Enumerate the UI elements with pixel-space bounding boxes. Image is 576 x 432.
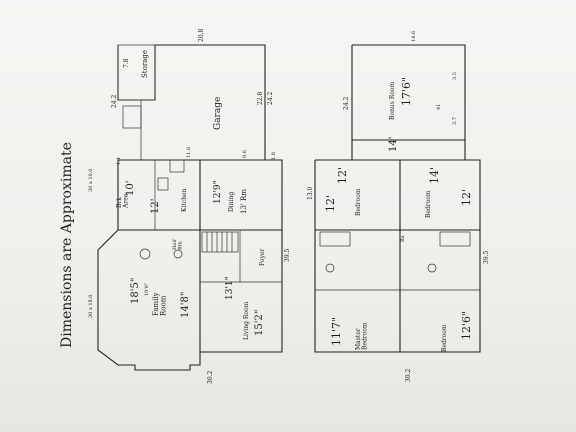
first-floor-stairs: [201, 231, 239, 253]
bath-label: Ba: [400, 235, 406, 242]
dim-upper-3: 9.6: [242, 150, 248, 158]
bedroom-lr-label: Bedroom: [441, 324, 448, 352]
dim-side-b: 3.7: [452, 117, 458, 125]
dim-total-depth: 39.5: [284, 248, 291, 262]
breakfast-label: BrkArea: [116, 193, 130, 209]
family-dim2: 14'8": [180, 292, 191, 318]
living-dim1: 13'1": [225, 276, 235, 300]
dim-garage-right-a: 24.2: [267, 91, 274, 105]
bedroom-ur-dim2: 12': [460, 189, 473, 206]
bonus-dim1: 17'6": [400, 77, 413, 106]
dim-side-c: 41: [436, 104, 442, 110]
bonus-dim2: 14': [388, 137, 399, 152]
dim-upper-4: 1.8: [271, 152, 277, 160]
bonus-label: Bonus Room: [389, 82, 396, 120]
tub-icon-right: [439, 231, 471, 247]
garage-label: Garage: [213, 97, 223, 130]
upper-outline: [314, 159, 481, 353]
storage-label: Storage: [141, 50, 149, 78]
master-label: MasterBedroom: [355, 322, 369, 350]
sink-icon-upper: [427, 263, 437, 273]
dim-side-a: 3.5: [452, 72, 458, 80]
foyer-label: Foyer: [259, 249, 266, 266]
sink-icon: [139, 248, 151, 260]
dining-dim2: 13' Rm: [240, 189, 248, 214]
first-floor-plan: Storage Garage 20.8 24.2 22.8 24.2 7.8 3…: [88, 28, 291, 384]
dim-storage-side: 7.8: [123, 58, 130, 68]
dim-bay: 30 x 10.0: [88, 169, 94, 193]
storage-box: [117, 44, 156, 101]
breakfast-dim: 10': [125, 181, 136, 196]
dining-label: Dining: [228, 192, 235, 212]
dim-garage-top: 20.8: [198, 28, 205, 42]
half-bath-label: HalfBth: [172, 238, 184, 250]
approximate-note: Dimensions are Approximate: [59, 142, 75, 348]
dim-garage-left-a: 24.2: [111, 94, 118, 108]
bedroom-ur-label: Bedroom: [425, 190, 432, 218]
breakfast-dim2: 12': [150, 199, 161, 214]
bedroom-lr-dim: 12'6": [460, 311, 473, 340]
kitchen-label: Kitchen: [181, 188, 188, 212]
master-dim: 11'7": [330, 317, 343, 346]
bedroom-ul-dim1: 12': [336, 167, 349, 184]
garage-fixture: [122, 105, 142, 129]
living-dim2: 15'2": [254, 310, 265, 336]
bedroom-ul-label: Bedroom: [355, 188, 362, 216]
dim-garage-right-b: 22.8: [257, 91, 264, 105]
dim-upper-2: 11.6: [186, 147, 192, 158]
living-label: Living Room: [243, 301, 250, 340]
family-label: FamilyRoom: [152, 292, 168, 316]
family-dim3: 19'6": [144, 283, 150, 296]
bedroom-ul-dim2: 12': [324, 195, 337, 212]
dining-dim1: 12'9": [213, 180, 223, 204]
dim-bottom: 30.2: [405, 368, 412, 382]
toilet-icon-upper: [325, 263, 335, 273]
refrigerator-icon: [169, 159, 185, 173]
dim-right-b: 13.0: [307, 186, 314, 200]
dim-upper-1: 1.4: [116, 157, 122, 165]
bedroom-ur-dim1: 14': [428, 167, 441, 184]
dim-family-bottom: 30.2: [207, 370, 214, 384]
dim-family-wall: 30 x 18.0: [88, 295, 94, 319]
second-floor-plan: 14.6 24.2 13.0 39.5 30.2 3.5 3.7 41 Bonu…: [307, 31, 490, 382]
dim-total: 39.5: [483, 250, 490, 264]
house-outline: [97, 159, 283, 371]
range-icon: [157, 177, 169, 191]
family-dim1: 18'5": [130, 278, 141, 304]
dim-top-small: 14.6: [411, 31, 417, 42]
toilet-icon: [173, 249, 183, 259]
dim-right-a: 24.2: [343, 96, 350, 110]
tub-icon-left: [319, 231, 351, 247]
